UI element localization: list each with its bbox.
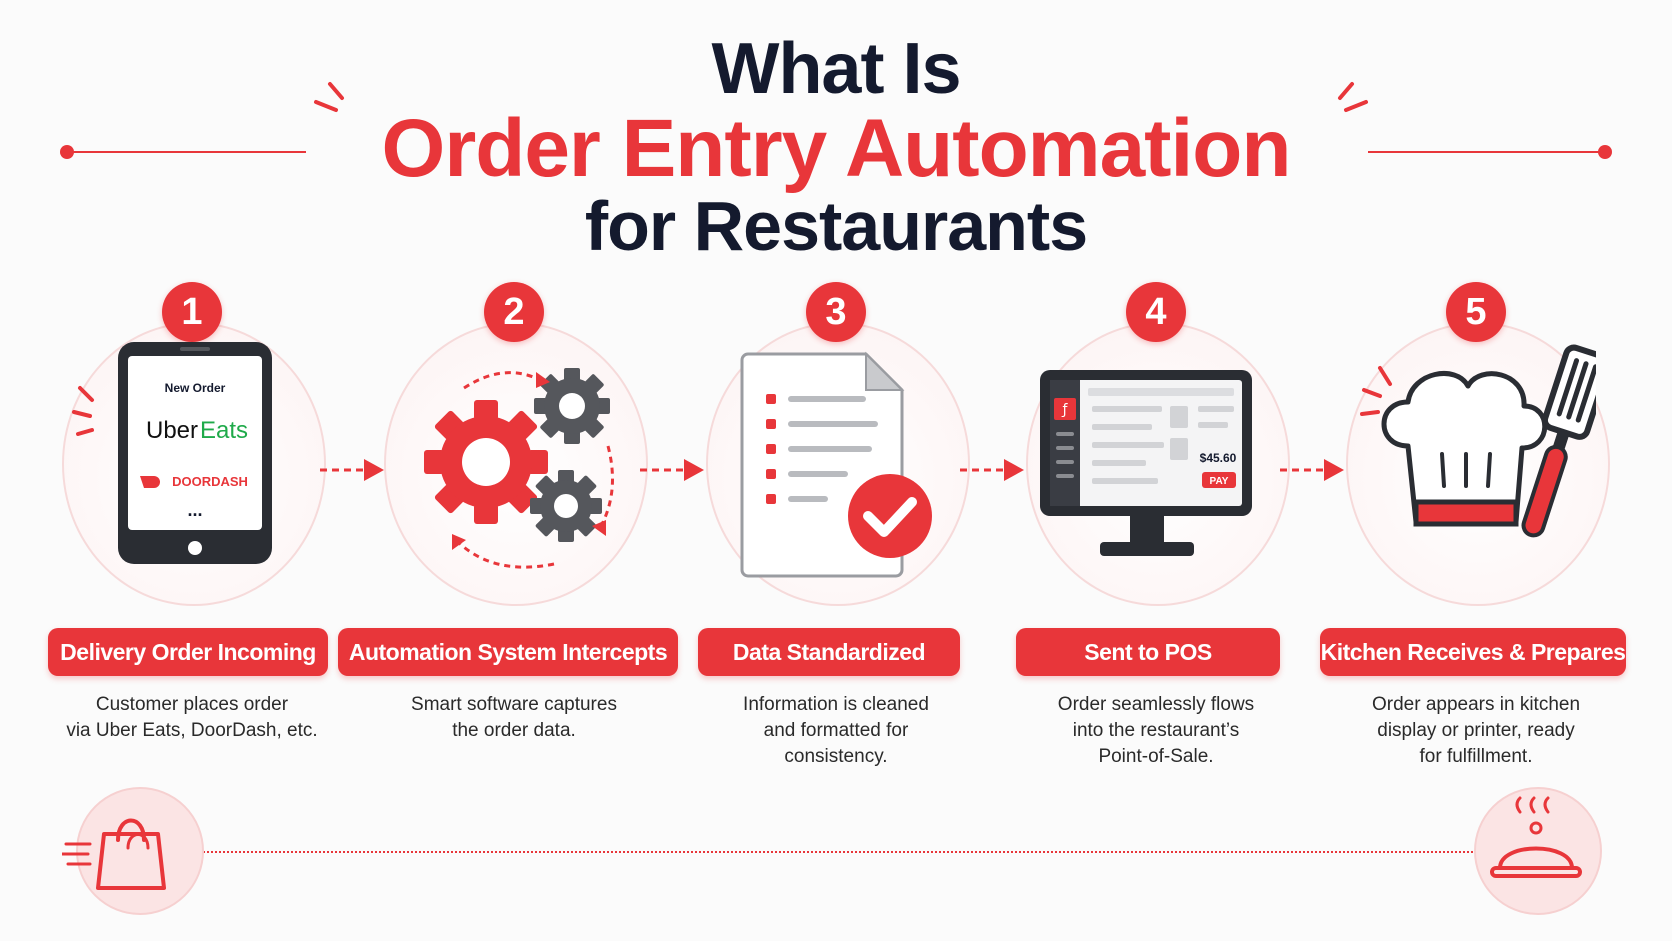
cloche-circle — [1474, 787, 1602, 915]
desc-line: Customer places order — [95, 694, 289, 715]
title-line-2: Order Entry Automation — [381, 103, 1292, 194]
tablet-more: ... — [187, 500, 202, 520]
chef-hat-icon — [1360, 344, 1596, 538]
step-number: 2 — [484, 282, 544, 342]
step-description: Information is cleaned and formatted for… — [676, 692, 996, 770]
fork-knife-icon: ƒ — [1062, 402, 1069, 418]
deco-dot-left — [60, 145, 74, 159]
desc-line: the order data. — [452, 720, 576, 741]
pos-pay-button: PAY — [1210, 476, 1229, 487]
step-3: 3 Data Standardized Information is clean… — [676, 282, 996, 782]
desc-line: consistency. — [784, 746, 888, 767]
desc-line: Smart software captures — [411, 694, 617, 715]
desc-line: for fulfillment. — [1419, 746, 1533, 767]
deco-dot-right — [1598, 145, 1612, 159]
desc-line: Order appears in kitchen — [1371, 694, 1581, 715]
pos-price: $45.60 — [1200, 451, 1237, 465]
step-number: 3 — [806, 282, 866, 342]
desc-line: display or printer, ready — [1377, 720, 1575, 741]
desc-line: Order seamlessly flows — [1057, 694, 1255, 715]
doordash-logo-icon — [140, 476, 160, 488]
shopping-bag-circle — [76, 787, 204, 915]
desc-line: Point-of-Sale. — [1098, 746, 1214, 767]
tablet-uber: Uber — [146, 417, 198, 444]
desc-line: and formatted for — [763, 720, 909, 741]
step-description: Customer places order via Uber Eats, Doo… — [32, 692, 352, 744]
deco-line-right — [1368, 151, 1604, 153]
tablet-new-order: New Order — [165, 381, 226, 395]
step-label: Kitchen Receives & Prepares — [1320, 628, 1626, 676]
gears-icon — [424, 368, 614, 569]
spark-left-icon — [314, 82, 344, 112]
arrow-right-icon — [640, 459, 704, 481]
arrow-right-icon — [1280, 459, 1344, 481]
tablet-eats: Eats — [200, 417, 248, 444]
tablet-icon: New Order Uber Eats DOORDASH ... — [72, 342, 272, 564]
spark-right-icon — [1338, 82, 1368, 112]
desc-line: into the restaurant’s — [1072, 720, 1240, 741]
tablet-doordash: DOORDASH — [172, 474, 248, 489]
step-number: 4 — [1126, 282, 1186, 342]
title-line-1: What Is — [711, 29, 961, 109]
title-line-3: for Restaurants — [584, 187, 1088, 265]
step-label: Automation System Intercepts — [338, 628, 678, 676]
deco-line-left — [70, 151, 306, 153]
step-number: 1 — [162, 282, 222, 342]
step-label: Data Standardized — [698, 628, 960, 676]
step-number: 5 — [1446, 282, 1506, 342]
arrow-right-icon — [960, 459, 1024, 481]
checked-document-icon — [740, 351, 932, 578]
step-5: 5 Kitchen Receives & Prepares Order appe… — [1316, 282, 1636, 782]
pos-monitor-icon: ƒ $45.60 PAY — [1040, 370, 1252, 556]
step-1: 1 New Order Uber Eats DOORDASH ... Deliv… — [32, 282, 352, 782]
step-label: Delivery Order Incoming — [48, 628, 328, 676]
desc-line: Information is cleaned — [743, 694, 929, 715]
step-4: 4 ƒ $45.60 PAY Sent to POS — [996, 282, 1316, 782]
arrow-right-icon — [320, 459, 384, 481]
step-description: Order appears in kitchen display or prin… — [1316, 692, 1636, 770]
step-label: Sent to POS — [1016, 628, 1280, 676]
shopping-bag-icon — [62, 818, 166, 890]
step-2: 2 — [338, 282, 678, 782]
food-cloche-icon — [1490, 796, 1582, 878]
desc-line: via Uber Eats, DoorDash, etc. — [66, 720, 318, 741]
bottom-dotted-line — [200, 851, 1480, 853]
step-description: Order seamlessly flows into the restaura… — [996, 692, 1316, 770]
step-description: Smart software captures the order data. — [354, 692, 674, 744]
